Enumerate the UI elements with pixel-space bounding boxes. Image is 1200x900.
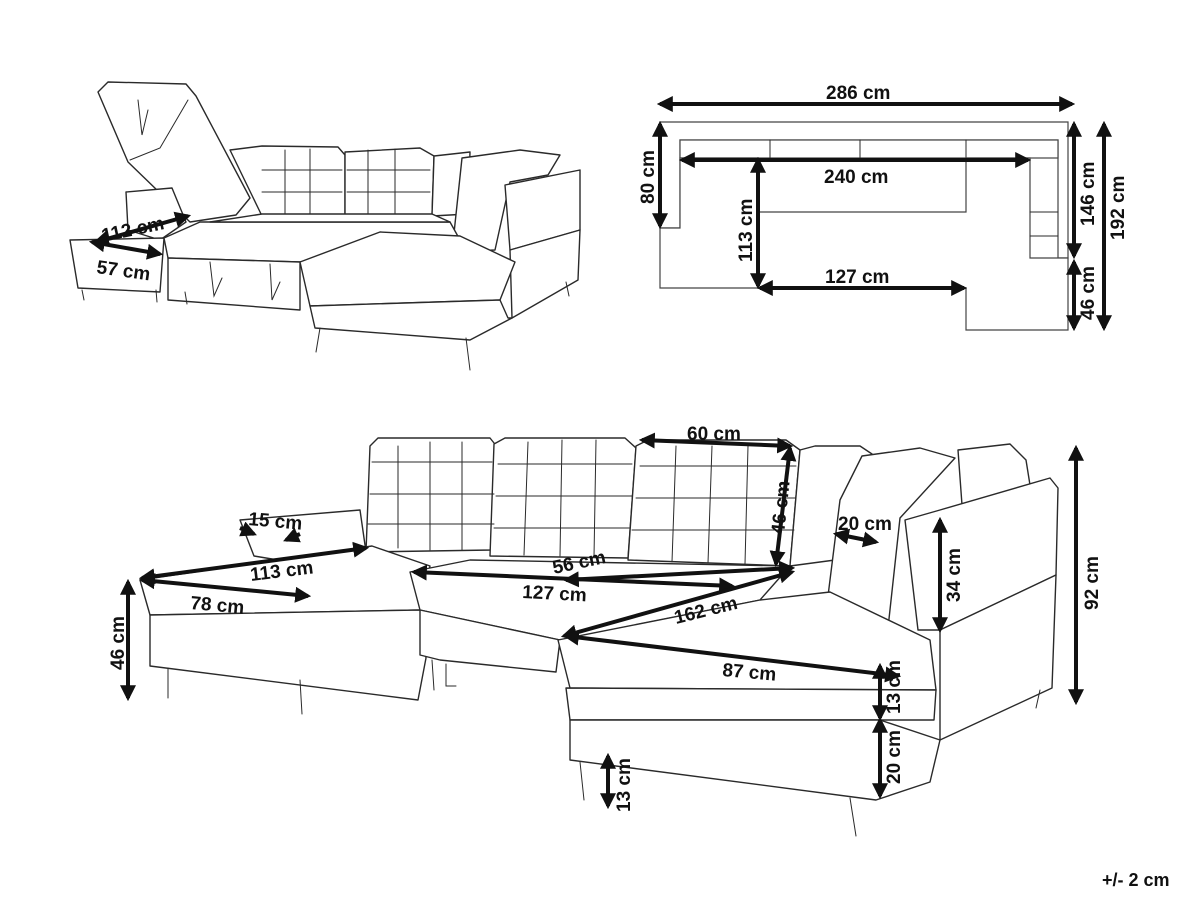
label-armrest-width: 15 cm <box>248 509 304 535</box>
dimension-lines <box>88 96 1112 810</box>
label-side-depth: 80 cm <box>638 150 659 204</box>
label-middle-width: 127 cm <box>522 582 587 606</box>
label-left-chaise-width: 78 cm <box>190 593 246 619</box>
label-total-width: 286 cm <box>826 83 890 104</box>
label-leg-height: 13 cm <box>614 758 635 812</box>
label-chaise-span: 127 cm <box>825 267 889 288</box>
label-cushion-thickness: 13 cm <box>884 660 905 714</box>
label-back-cushion-width: 60 cm <box>687 424 741 445</box>
label-right-chaise-width: 87 cm <box>722 660 778 686</box>
tolerance-note: +/- 2 cm <box>1102 870 1170 890</box>
label-right-armrest: 20 cm <box>838 514 892 535</box>
dimension-labels: 112 cm 57 cm 286 cm 240 cm 80 cm 113 cm … <box>95 83 1169 890</box>
label-total-depth: 192 cm <box>1108 176 1129 240</box>
label-overall-height: 92 cm <box>1082 556 1103 610</box>
label-seat-height: 46 cm <box>108 616 129 670</box>
label-inner-width: 240 cm <box>824 167 888 188</box>
label-chaise-depth: 146 cm <box>1078 162 1099 226</box>
plan-view-drawing <box>659 121 1069 331</box>
label-seat-depth-plan: 113 cm <box>736 199 757 262</box>
label-right-back-height: 34 cm <box>944 548 965 602</box>
perspective-sofa-drawing <box>139 437 1059 837</box>
label-base-height: 20 cm <box>884 730 905 784</box>
label-chaise-height-plan: 46 cm <box>1078 266 1099 320</box>
